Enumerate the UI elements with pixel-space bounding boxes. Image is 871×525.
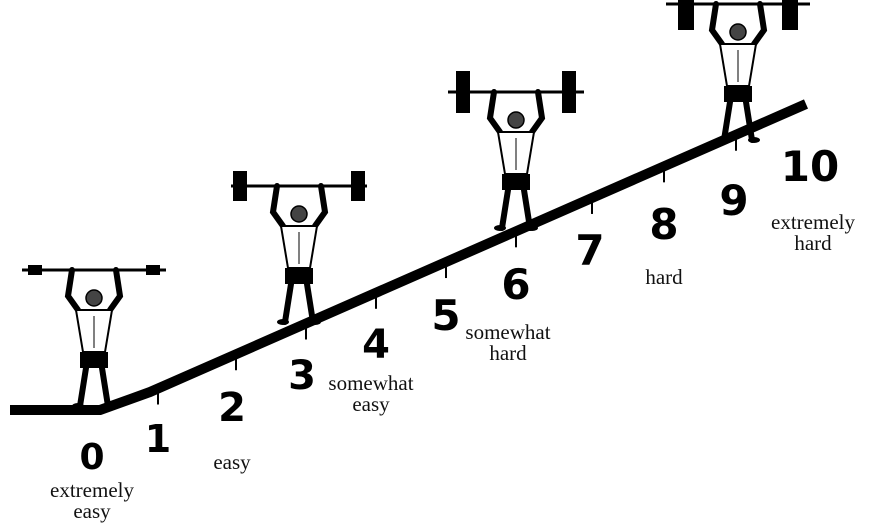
head [85, 289, 103, 307]
descriptor-line: easy [352, 392, 390, 416]
descriptor-line: extremely [50, 478, 134, 502]
weight-plate [686, 0, 694, 30]
lifter-figures [22, 0, 810, 409]
ramp-ticks [157, 136, 737, 405]
scale-number-1: 1 [144, 417, 172, 461]
scale-number-10: 10 [780, 142, 840, 191]
weight-plate [678, 0, 686, 30]
effort-ramp-line [10, 99, 809, 415]
left-arm [486, 89, 503, 135]
left-leg [282, 281, 294, 325]
weight-plate [146, 265, 154, 275]
left-foot [72, 403, 84, 409]
descriptor-line: easy [73, 499, 111, 523]
descriptor-line: easy [213, 450, 251, 474]
head [290, 205, 308, 223]
left-leg [77, 365, 89, 409]
weight-plate [462, 71, 470, 113]
left-arm [269, 183, 286, 229]
weight-plate [152, 265, 160, 275]
left-arm [708, 1, 725, 47]
right-arm [529, 89, 546, 135]
scale-number-5: 5 [431, 291, 461, 340]
descriptor-line: extremely [771, 210, 855, 234]
right-leg [743, 99, 755, 143]
descriptor-somewhat-hard: somewhat hard [465, 322, 550, 364]
descriptor-line: hard [489, 341, 527, 365]
descriptor-line: hard [645, 265, 683, 289]
weight-plate [239, 171, 247, 201]
descriptor-easy: easy [213, 452, 250, 473]
shorts [724, 86, 752, 102]
right-foot [309, 319, 321, 325]
weight-plate [28, 265, 36, 275]
descriptor-somewhat-easy: somewhat easy [328, 373, 413, 415]
right-arm [107, 267, 124, 313]
shorts [285, 268, 313, 284]
weight-plate [34, 265, 42, 275]
weight-plate [790, 0, 798, 30]
weight-plate [357, 171, 365, 201]
weight-plate [562, 71, 570, 113]
lifter-light-figure [22, 265, 166, 409]
right-foot [748, 137, 760, 143]
descriptor-line: somewhat [465, 320, 551, 344]
scale-number-0: 0 [79, 437, 105, 478]
lifter-maximal-figure [666, 0, 810, 143]
lifter-medium-figure [231, 171, 367, 325]
right-leg [304, 281, 316, 325]
descriptor-hard: hard [645, 267, 682, 288]
left-foot [277, 319, 289, 325]
right-leg [521, 187, 533, 231]
weight-plate [456, 71, 464, 113]
right-arm [751, 1, 768, 47]
descriptor-extremely-easy: extremely easy [50, 480, 134, 522]
scale-number-3: 3 [288, 353, 316, 399]
right-arm [312, 183, 329, 229]
right-leg [99, 365, 111, 409]
left-leg [499, 187, 511, 231]
scale-number-4: 4 [362, 322, 390, 368]
left-foot [716, 137, 728, 143]
right-foot [104, 403, 116, 409]
scale-number-6: 6 [501, 260, 531, 309]
scale-number-9: 9 [719, 176, 749, 225]
weight-plate [233, 171, 241, 201]
head [729, 23, 747, 41]
left-arm [64, 267, 81, 313]
descriptor-line: somewhat [328, 371, 414, 395]
scale-number-8: 8 [649, 200, 679, 249]
head [507, 111, 525, 129]
weight-plate [568, 71, 576, 113]
scale-number-7: 7 [575, 226, 605, 275]
descriptor-line: hard [794, 231, 832, 255]
left-foot [494, 225, 506, 231]
left-leg [721, 99, 733, 143]
shorts [502, 174, 530, 190]
lifter-heavy-figure [448, 71, 584, 231]
weight-plate [351, 171, 359, 201]
descriptor-extremely-hard: extremely hard [771, 212, 855, 254]
shorts [80, 352, 108, 368]
scale-number-2: 2 [218, 385, 246, 431]
right-foot [526, 225, 538, 231]
weight-plate [782, 0, 790, 30]
